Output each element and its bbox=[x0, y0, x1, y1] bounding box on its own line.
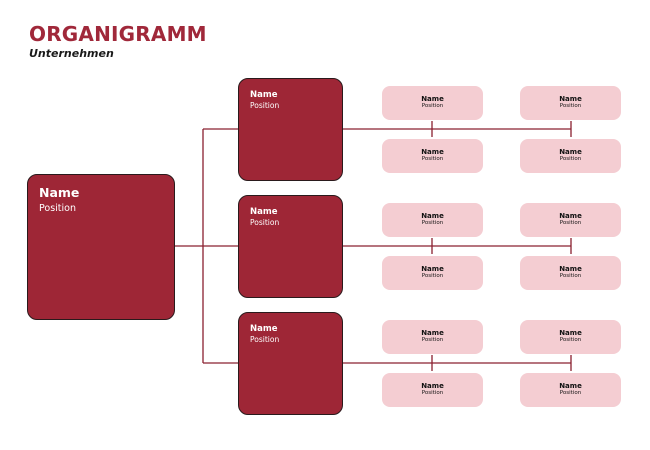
employee-name: Name bbox=[559, 382, 582, 390]
employee-name: Name bbox=[421, 329, 444, 337]
manager-position: Position bbox=[250, 335, 280, 344]
root-node[interactable]: Name Position bbox=[27, 174, 175, 320]
manager-position: Position bbox=[250, 218, 280, 227]
root-name: Name bbox=[39, 185, 80, 200]
employee-name: Name bbox=[421, 95, 444, 103]
employee-node[interactable]: Name Position bbox=[520, 139, 621, 173]
employee-position: Position bbox=[559, 390, 582, 396]
employee-node[interactable]: Name Position bbox=[520, 256, 621, 290]
employee-name: Name bbox=[421, 212, 444, 220]
manager-node-2[interactable]: Name Position bbox=[238, 195, 343, 298]
employee-name: Name bbox=[421, 148, 444, 156]
employee-position: Position bbox=[559, 273, 582, 279]
employee-position: Position bbox=[421, 390, 444, 396]
employee-position: Position bbox=[421, 337, 444, 343]
page-title: ORGANIGRAMM bbox=[29, 22, 207, 46]
employee-position: Position bbox=[421, 273, 444, 279]
employee-node[interactable]: Name Position bbox=[520, 203, 621, 237]
employee-position: Position bbox=[559, 337, 582, 343]
employee-node[interactable]: Name Position bbox=[520, 320, 621, 354]
employee-position: Position bbox=[559, 220, 582, 226]
employee-position: Position bbox=[421, 220, 444, 226]
employee-name: Name bbox=[559, 212, 582, 220]
employee-name: Name bbox=[421, 382, 444, 390]
employee-position: Position bbox=[559, 103, 582, 109]
employee-name: Name bbox=[559, 329, 582, 337]
employee-name: Name bbox=[559, 95, 582, 103]
employee-position: Position bbox=[421, 156, 444, 162]
employee-position: Position bbox=[421, 103, 444, 109]
manager-name: Name bbox=[250, 207, 278, 217]
manager-name: Name bbox=[250, 90, 278, 100]
employee-node[interactable]: Name Position bbox=[382, 256, 483, 290]
employee-node[interactable]: Name Position bbox=[520, 373, 621, 407]
employee-node[interactable]: Name Position bbox=[382, 373, 483, 407]
root-position: Position bbox=[39, 203, 76, 214]
employee-node[interactable]: Name Position bbox=[382, 139, 483, 173]
manager-position: Position bbox=[250, 101, 280, 110]
manager-name: Name bbox=[250, 324, 278, 334]
manager-node-3[interactable]: Name Position bbox=[238, 312, 343, 415]
employee-name: Name bbox=[559, 265, 582, 273]
employee-name: Name bbox=[559, 148, 582, 156]
employee-node[interactable]: Name Position bbox=[382, 320, 483, 354]
manager-node-1[interactable]: Name Position bbox=[238, 78, 343, 181]
employee-name: Name bbox=[421, 265, 444, 273]
employee-position: Position bbox=[559, 156, 582, 162]
employee-node[interactable]: Name Position bbox=[520, 86, 621, 120]
employee-node[interactable]: Name Position bbox=[382, 203, 483, 237]
employee-node[interactable]: Name Position bbox=[382, 86, 483, 120]
page-subtitle: Unternehmen bbox=[29, 47, 114, 60]
